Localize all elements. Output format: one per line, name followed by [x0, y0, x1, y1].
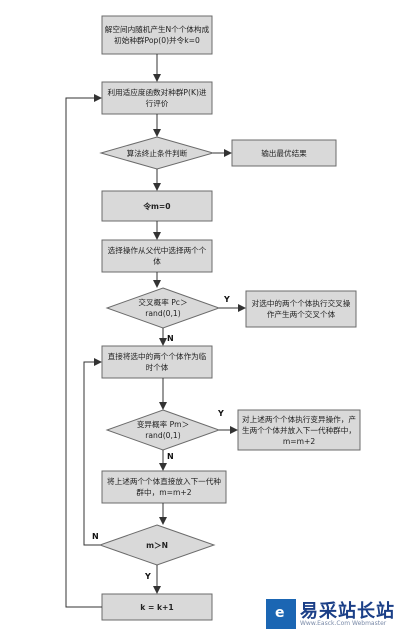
put-next-box — [101, 470, 227, 504]
logo-icon: e — [266, 599, 296, 629]
terminate-text: 算法终止条件判断 — [126, 148, 188, 158]
watermark-title: 易采站长站 — [300, 601, 395, 622]
mcheck-no-label: N — [92, 532, 99, 541]
crossover-do-text: 对选中的两个个体执行交叉操作产生两个交叉个体 — [251, 299, 351, 319]
temp-text: 直接将选中的两个个体作为临时个体 — [107, 352, 207, 372]
arrow-kinc-loop — [65, 94, 102, 608]
select-text: 选择操作从父代中选择两个个体 — [107, 246, 207, 266]
evaluate-text: 利用适应度函数对种群P(K)进行评价 — [107, 88, 207, 108]
watermark-url: Www.Easck.Com Webmaster — [300, 620, 387, 627]
evaluate-box — [101, 81, 213, 115]
crossover-no-label: N — [167, 334, 174, 343]
crossover-do-box — [245, 290, 357, 328]
mutation-text: 变异概率 Pm＞rand(0,1) — [136, 420, 190, 440]
crossover-text: 交叉概率 Pc＞rand(0,1) — [138, 298, 188, 318]
output-text: 输出最优结果 — [261, 148, 307, 158]
arrow-mcheck-no-loop — [83, 358, 102, 546]
mutation-do-text: 对上述两个个体执行变异操作，产生两个个体并放入下一代种群中，m=m+2 — [242, 414, 356, 446]
set-m-box — [101, 190, 213, 222]
mutation-no-label: N — [167, 452, 174, 461]
mutation-yes-label: Y — [218, 409, 224, 418]
select-box — [101, 239, 213, 273]
put-next-text: 将上述两个个体直接放入下一代种群中，m=m+2 — [107, 477, 221, 497]
logo-letter: e — [275, 605, 285, 621]
output-box — [231, 139, 337, 167]
init-text: 解空间内随机产生N个个体构成初始种群Pop(0)并令k=0 — [104, 25, 210, 45]
k-inc-box — [101, 593, 213, 621]
watermark: e 易采站长站 Www.Easck.Com Webmaster — [266, 596, 398, 632]
mcheck-yes-label: Y — [145, 572, 151, 581]
k-inc-text: k = k+1 — [140, 602, 174, 612]
temp-box — [101, 345, 213, 379]
crossover-yes-label: Y — [224, 295, 230, 304]
m-check-text: m＞N — [146, 540, 168, 550]
init-box — [101, 15, 213, 55]
set-m-text: 令m=0 — [143, 201, 171, 211]
mutation-do-box — [237, 409, 361, 451]
